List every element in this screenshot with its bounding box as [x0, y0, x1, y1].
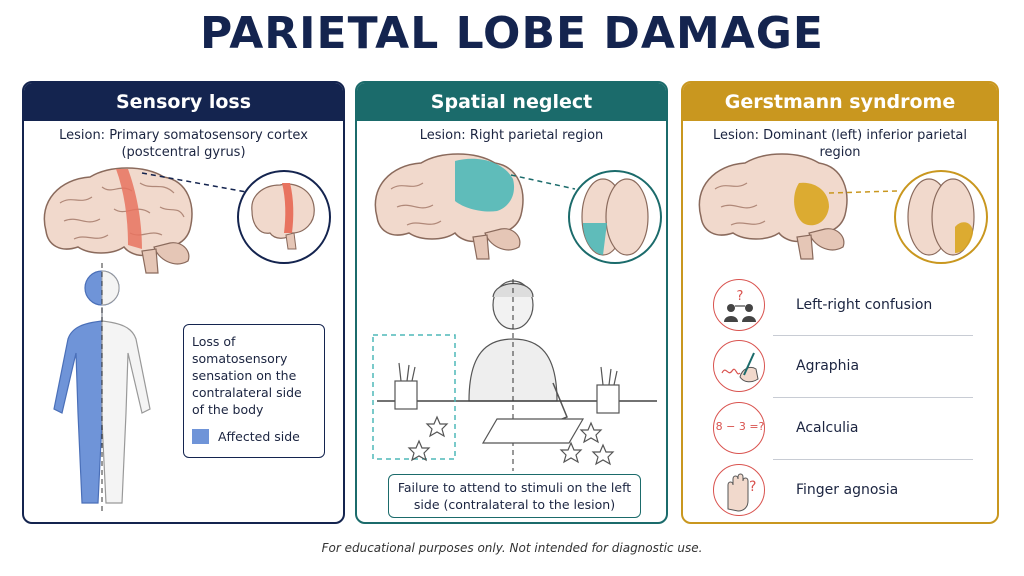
symptom-left-right-confusion: ? Left-right confusion [713, 276, 973, 334]
brain-zoom-circle-icon [237, 170, 331, 264]
gerstmann-syndrome-panel: Gerstmann syndrome Lesion: Dominant (lef… [681, 81, 999, 524]
symptom-label: Agraphia [796, 358, 860, 374]
math-equation-icon: 8 − 3 =? [713, 402, 765, 454]
panel-heading: Gerstmann syndrome [683, 83, 997, 121]
hand-question-icon: ? [713, 464, 765, 516]
spatial-neglect-panel: Spatial neglect Lesion: Right parietal r… [355, 81, 668, 524]
footer-disclaimer: For educational purposes only. Not inten… [321, 541, 703, 555]
brain-top-view-icon [894, 170, 988, 264]
spatial-neglect-description: Failure to attend to stimuli on the left… [397, 480, 632, 512]
affected-side-legend: Affected side [192, 428, 300, 445]
body-figure-icon [53, 263, 151, 513]
spatial-neglect-description-box: Failure to attend to stimuli on the left… [388, 474, 641, 518]
divider [773, 459, 973, 460]
symptom-label: Acalculia [796, 420, 859, 436]
svg-text:?: ? [737, 289, 744, 304]
page-title: PARIETAL LOBE DAMAGE [200, 8, 824, 59]
panel-heading: Spatial neglect [357, 83, 666, 121]
panel-heading: Sensory loss [24, 83, 343, 121]
sensory-loss-description: Loss of somatosensory sensation on the c… [192, 334, 302, 417]
divider [773, 397, 973, 398]
brain-top-view-icon [568, 170, 662, 264]
hand-writing-icon [713, 340, 765, 392]
pencil-cup-right-icon [596, 366, 620, 414]
brain-side-view-icon [698, 153, 848, 260]
symptom-label: Left-right confusion [796, 297, 933, 313]
sensory-loss-illustration [43, 167, 331, 513]
symptom-agraphia: Agraphia [713, 337, 973, 395]
symptom-label: Finger agnosia [796, 482, 899, 498]
lesion-label: Lesion: Dominant (left) inferior parieta… [712, 128, 967, 160]
lesion-label: Lesion: Right parietal region [419, 128, 604, 143]
divider [773, 335, 973, 336]
symptom-finger-agnosia: ? Finger agnosia [713, 461, 973, 519]
people-arrows-question-icon: ? [713, 279, 765, 331]
legend-label: Affected side [218, 429, 300, 444]
lesion-label: Lesion: Primary somatosensory cortex (po… [59, 128, 308, 160]
gerstmann-brain-illustration [698, 153, 988, 264]
person-drawing-icon [468, 280, 568, 432]
spatial-neglect-illustration [372, 153, 662, 471]
brain-side-view-icon [374, 153, 524, 260]
pencil-cup-left-icon [394, 362, 418, 410]
sensory-loss-description-box: Loss of somatosensory sensation on the c… [183, 324, 325, 458]
affected-side-swatch [192, 429, 209, 444]
stars-icon [407, 415, 615, 466]
brain-side-view-icon [43, 167, 193, 274]
sensory-loss-panel: Sensory loss Lesion: Primary somatosenso… [22, 81, 345, 524]
paper-sheet [481, 418, 585, 444]
symptom-acalculia: 8 − 3 =? Acalculia [713, 399, 973, 457]
